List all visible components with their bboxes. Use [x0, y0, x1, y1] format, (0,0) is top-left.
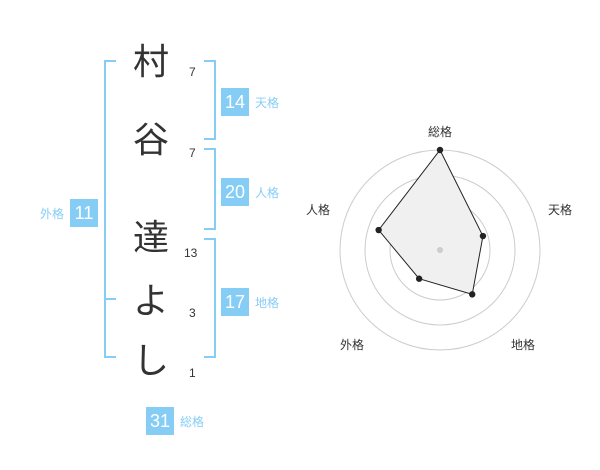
radar-center-dot: [437, 247, 443, 253]
gaikaku-value: 11: [70, 199, 99, 227]
name-char-2: 谷: [132, 120, 169, 161]
radar-axis-label-jinkaku: 人格: [306, 203, 331, 217]
chikaku-bracket: [204, 238, 216, 358]
radar-axis-label-tenkaku: 天格: [548, 203, 573, 217]
jinkaku-label: 人格: [255, 185, 280, 200]
name-char-4: よ: [132, 281, 169, 322]
gaikaku-label: 外格: [40, 206, 65, 221]
radar-chart: [300, 110, 590, 370]
radar-axis-label-soukaku: 総格: [428, 125, 453, 139]
name-char-1: 村: [132, 42, 169, 83]
radar-point-soukaku: [436, 146, 444, 154]
radar-point-jinkaku: [375, 226, 382, 234]
chikaku-value: 17: [221, 288, 249, 316]
radar-point-chikaku: [469, 291, 476, 298]
name-char-3: 達: [132, 218, 169, 259]
chikaku-badge: 17 地格: [221, 288, 279, 316]
tenkaku-label: 天格: [255, 95, 280, 110]
radar-axis-label-chikaku: 地格: [511, 338, 536, 352]
radar-axis-label-gaikaku: 外格: [340, 338, 365, 352]
radar-point-gaikaku: [415, 275, 423, 282]
gaikaku-badge: 外格 11: [40, 199, 99, 227]
stroke-count-2: 7: [189, 146, 196, 160]
radar-chart-svg: [339, 146, 541, 351]
tenkaku-value: 14: [221, 88, 249, 116]
soukaku-value: 31: [146, 407, 174, 435]
jinkaku-bracket: [204, 148, 216, 230]
soukaku-label: 総格: [180, 414, 205, 429]
tenkaku-bracket: [204, 60, 216, 140]
soukaku-badge: 31 総格: [146, 407, 204, 435]
radar-data-polygon: [378, 149, 484, 296]
stroke-count-1: 7: [189, 65, 196, 79]
chikaku-label: 地格: [255, 295, 280, 310]
tenkaku-badge: 14 天格: [221, 88, 279, 116]
stroke-count-4: 3: [189, 306, 196, 320]
jinkaku-value: 20: [221, 178, 249, 206]
radar-point-tenkaku: [479, 232, 487, 240]
gaikaku-bracket-divider: [104, 298, 116, 300]
stroke-count-3: 13: [184, 246, 198, 260]
stroke-count-5: 1: [189, 366, 196, 380]
gaikaku-bracket: [104, 60, 116, 358]
name-char-5: し: [132, 341, 169, 382]
jinkaku-badge: 20 人格: [221, 178, 279, 206]
